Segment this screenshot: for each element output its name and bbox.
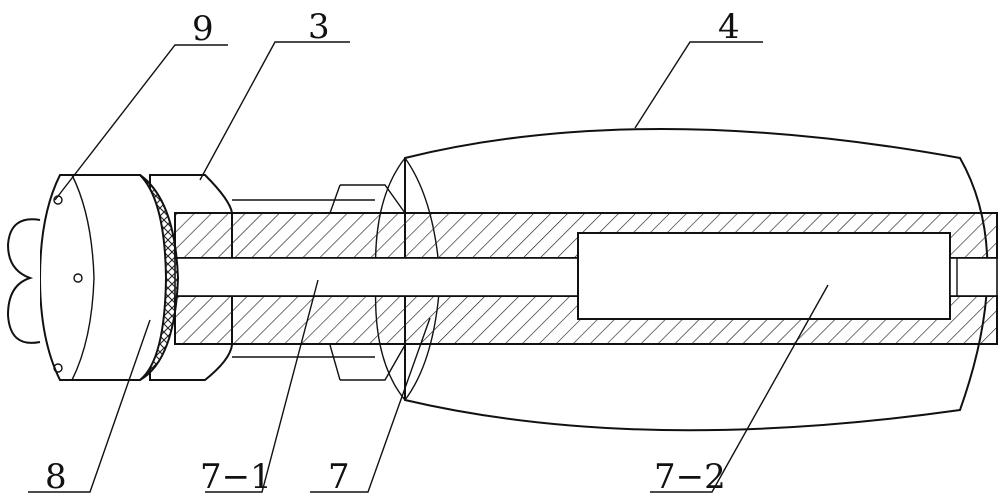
- label-8: 8: [45, 457, 67, 497]
- end-cap: [40, 175, 166, 380]
- label-7-2: 7−2: [654, 457, 726, 497]
- label-4: 4: [718, 7, 740, 47]
- label-7: 7: [328, 457, 350, 497]
- label-9: 9: [192, 9, 214, 49]
- tip: [8, 219, 40, 343]
- chamber: [578, 233, 997, 319]
- label-3: 3: [308, 7, 330, 47]
- inner-bore: [175, 258, 580, 296]
- label-7-1: 7−1: [200, 457, 272, 497]
